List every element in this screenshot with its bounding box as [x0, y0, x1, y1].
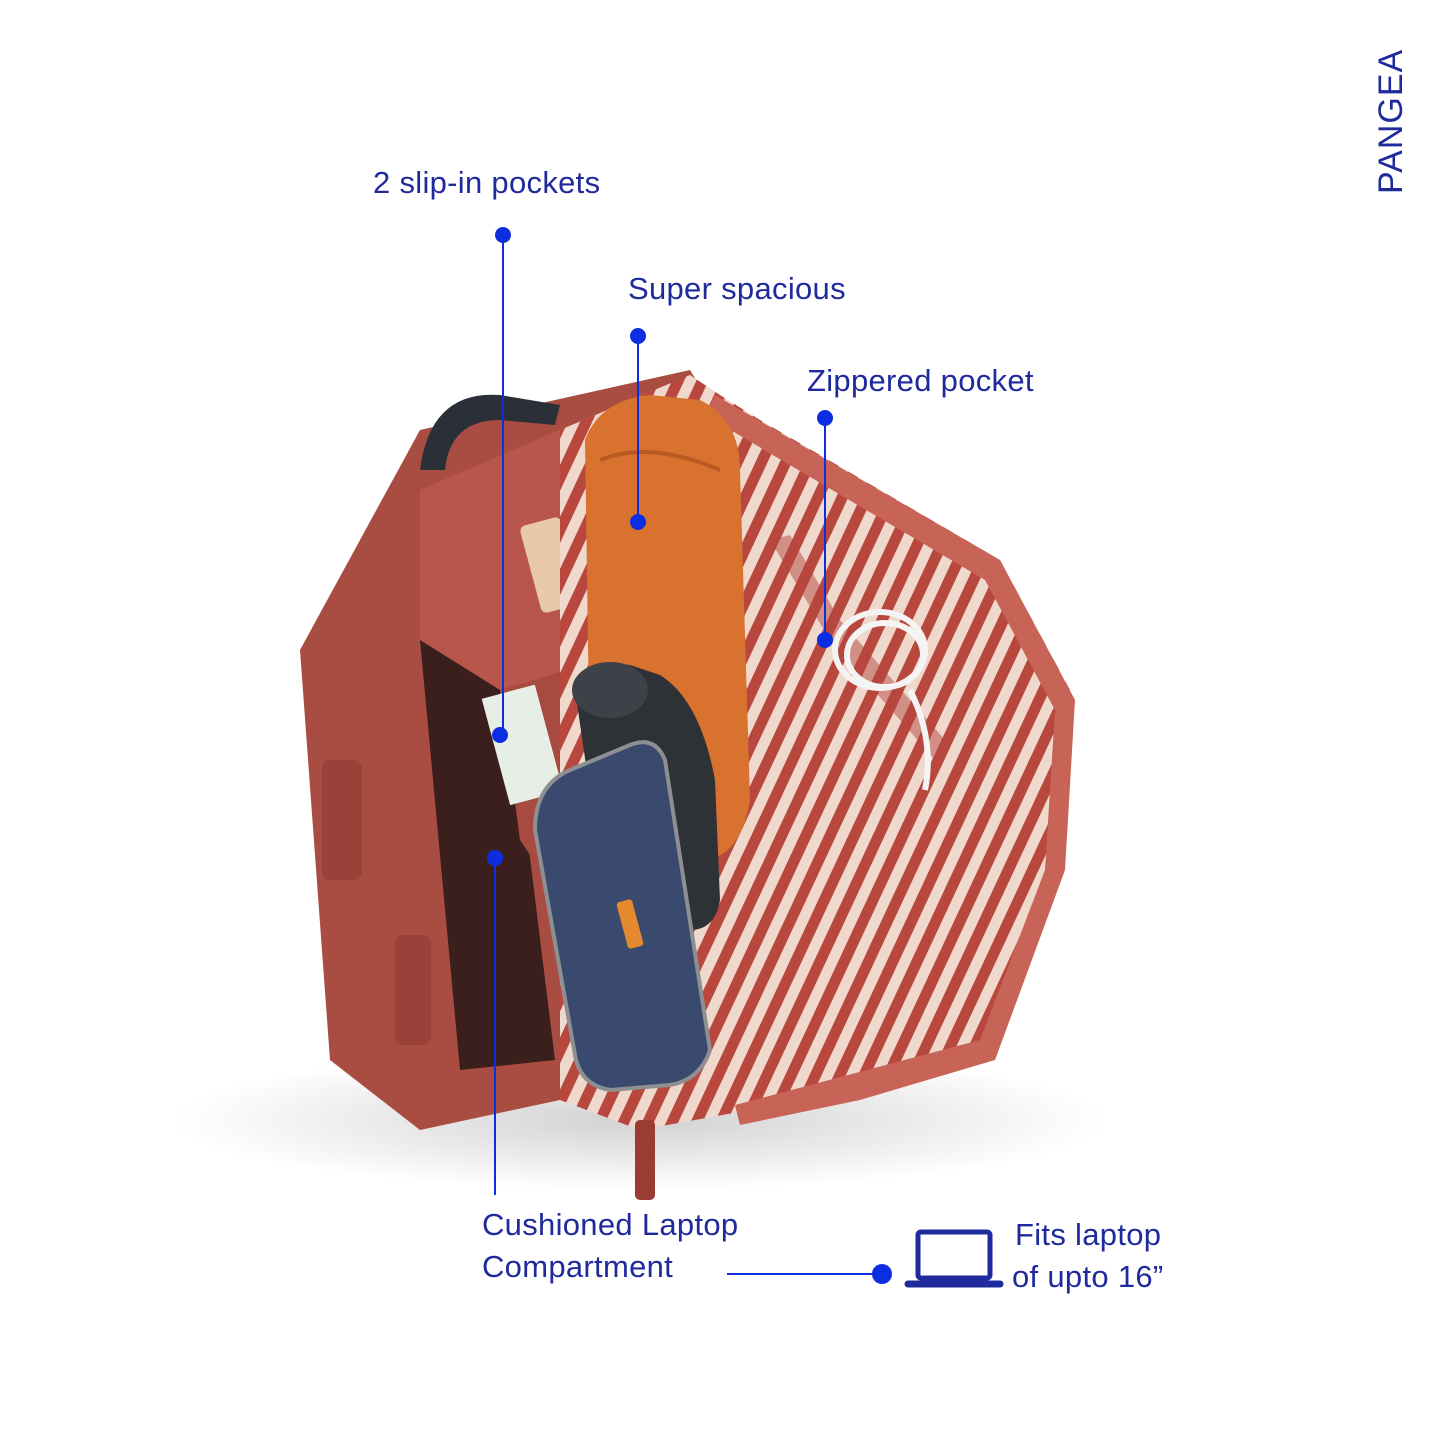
- laptop-compartment: [420, 615, 555, 1070]
- side-strap-lower: [395, 935, 431, 1045]
- callout-dots: [487, 227, 892, 1284]
- pouch-tab: [616, 899, 644, 949]
- brand-name: PANGEA: [1372, 48, 1410, 194]
- side-strap-upper: [322, 760, 362, 880]
- zippered-pocket: [770, 535, 945, 760]
- fits-laptop-line2: of upto 16”: [1012, 1259, 1164, 1294]
- callout-slip-in-pockets: 2 slip-in pockets: [373, 165, 601, 200]
- cable-coil: [832, 609, 931, 791]
- laptop-icon: [904, 1229, 1004, 1288]
- callout-lines: [494, 235, 880, 1275]
- lid-rim: [705, 395, 1075, 1125]
- callout-super-spacious: Super spacious: [628, 271, 846, 306]
- bag-handle: [420, 394, 560, 470]
- callout-laptop-line2: Compartment: [482, 1249, 674, 1284]
- fits-laptop-line1: Fits laptop: [1015, 1217, 1162, 1252]
- zipper-pull: [635, 1120, 655, 1200]
- callout-zippered-pocket: Zippered pocket: [807, 363, 1034, 398]
- callout-laptop-line1: Cushioned Laptop: [482, 1207, 739, 1242]
